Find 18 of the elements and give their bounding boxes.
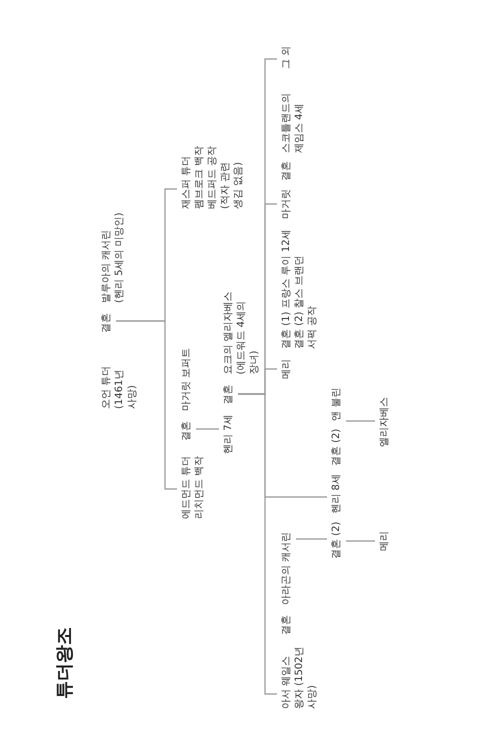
family-entry: 그 외 — [280, 46, 293, 69]
family-entry: 아서 웨일스 왕자 (1502년 사망) 결혼 아라곤의 캐서린 — [280, 529, 319, 709]
tree-line — [296, 538, 327, 540]
family-entry: 헨리 7세 결혼 요크의 엘리자베스 (에드워드 4세의 장녀) — [222, 280, 261, 454]
family-entry: 결혼 (2) 헨리 8세 결혼 (2) 앤 불린 — [330, 388, 343, 559]
family-entry: 엘리자베스 — [378, 397, 391, 447]
family-entry: 재스퍼 튜더 펨브로크 백작 베드퍼드 공작 (적자 관련 생김 없음) — [180, 139, 245, 209]
family-entry: 메리 — [378, 531, 391, 551]
family-entry: 오언 튜더 (1461년 사망) 결혼 발루아의 캐서린 (헨리 5세의 미망인) — [100, 207, 139, 409]
tree-line — [196, 428, 219, 430]
family-entry: 에드먼드 튜더 리치먼드 백작 결혼 마거릿 보퍼트 — [180, 345, 206, 519]
tree-line — [346, 540, 375, 542]
family-entry: 메리 결혼 (1) 프랑스 루이 12세 결혼 (2) 찰스 브랜던 서퍽 공작 — [280, 229, 319, 379]
tree-line — [116, 188, 177, 322]
title: 튜더왕조 — [53, 627, 76, 699]
tree-line — [238, 58, 277, 395]
family-entry: 마거릿 결혼 스코틀랜드의 제임스 4세 — [280, 89, 306, 219]
tree-line — [346, 420, 375, 422]
